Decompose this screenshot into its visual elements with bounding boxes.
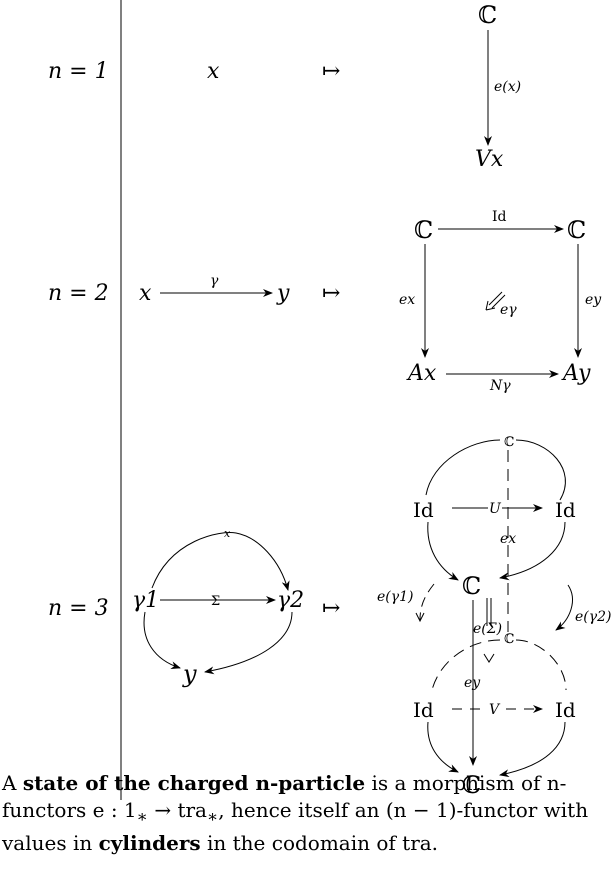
t3-c-mid: ℂ xyxy=(462,572,481,600)
t3-id-tr-to-c xyxy=(499,521,566,581)
t3-id-tl-to-c xyxy=(427,521,459,581)
row2-mapsto: ↦ xyxy=(322,281,340,306)
t3-c-bottom: ℂ xyxy=(462,771,481,799)
row3-top-arc xyxy=(151,532,290,591)
t3-top-left-arc xyxy=(425,439,501,496)
caption-bold-1: state of the charged n-particle xyxy=(22,771,366,795)
row3-gamma2: γ2 xyxy=(277,588,304,613)
t2-bottom-label: Nγ xyxy=(489,378,511,394)
t3-id-tr: Id xyxy=(555,498,576,522)
t3-lower-left-dashed-arc xyxy=(431,639,501,691)
row1-mapsto: ↦ xyxy=(322,59,340,84)
t3-ex-label: ex xyxy=(500,531,516,547)
row1-label: n = 1 xyxy=(48,59,109,84)
t3-e-sigma: e(Σ) xyxy=(473,621,502,637)
t3-sigma-head xyxy=(483,653,495,663)
caption-text-1: A xyxy=(2,771,23,795)
t3-v-label-bg xyxy=(487,701,503,716)
t2-tr: ℂ xyxy=(567,216,586,244)
t3-top-right-arc xyxy=(515,439,566,501)
row1-source: x xyxy=(207,59,220,84)
t3-gamma1-head xyxy=(415,612,425,623)
row3-mapsto: ↦ xyxy=(322,596,340,621)
t3-u-label: U xyxy=(489,501,502,517)
caption-text-5: in the codomain of tra. xyxy=(200,831,439,855)
t2-2cell-line-b xyxy=(491,294,506,309)
row3-sigma-label: Σ xyxy=(211,594,220,609)
caption-text-3: → tra xyxy=(147,798,207,822)
row3-right-arc xyxy=(204,611,293,675)
t3-e-gamma2: e(γ2) xyxy=(575,609,611,625)
caption-text-4: , hence itself an (n − 1)-functor with v… xyxy=(2,798,589,855)
row2-label: n = 2 xyxy=(48,281,109,306)
row3-left-arc xyxy=(143,611,181,670)
caption-bold-2: cylinders xyxy=(98,831,201,855)
t2-2cell-line-a xyxy=(488,291,503,306)
caption-text-2: is a morphism of n-functors e : 1 xyxy=(2,771,567,822)
t1-bottom: Vx xyxy=(475,147,504,172)
caption-sub-2: ∗ xyxy=(206,807,219,826)
t2-bl: Ax xyxy=(406,361,437,386)
row2-to: y xyxy=(276,281,290,306)
caption: A state of the charged n-particle is a m… xyxy=(2,770,613,857)
t3-id-bl: Id xyxy=(413,698,434,722)
t1-top-c: ℂ xyxy=(478,1,497,29)
t2-2cell-head xyxy=(485,300,496,311)
t3-id-bl-to-c xyxy=(427,721,459,773)
t2-tl: ℂ xyxy=(414,216,433,244)
t3-u-label-bg xyxy=(488,500,502,515)
t2-center-label: eγ xyxy=(500,302,517,318)
t2-left-label: ex xyxy=(399,292,415,308)
t3-c-mid-small: ℂ xyxy=(504,632,514,647)
t3-gamma2-curve xyxy=(555,584,573,631)
t3-lower-right-dashed-arc xyxy=(515,639,567,691)
t3-gamma1-dashed xyxy=(419,583,435,621)
t2-top-label: Id xyxy=(492,209,507,225)
t3-ey-label: ey xyxy=(464,675,481,691)
row3-x: x xyxy=(224,527,231,540)
t3-id-br-to-c xyxy=(499,721,566,778)
t3-id-tl: Id xyxy=(413,498,434,522)
t2-br: Ay xyxy=(561,361,591,386)
t2-right-label: ey xyxy=(585,292,602,308)
row2-from: x xyxy=(139,281,152,306)
t3-id-br: Id xyxy=(555,698,576,722)
caption-sub-1: ∗ xyxy=(136,807,148,826)
t3-e-gamma1: e(γ1) xyxy=(377,589,413,605)
t3-c-top-small: ℂ xyxy=(504,435,514,450)
t1-arrow-label: e(x) xyxy=(494,79,521,95)
row3-y: y xyxy=(182,660,197,688)
row3-label: n = 3 xyxy=(48,596,109,621)
t3-v-label: V xyxy=(489,702,501,718)
row2-arrow-label: γ xyxy=(210,273,219,289)
row3-gamma1: γ1 xyxy=(132,588,159,613)
